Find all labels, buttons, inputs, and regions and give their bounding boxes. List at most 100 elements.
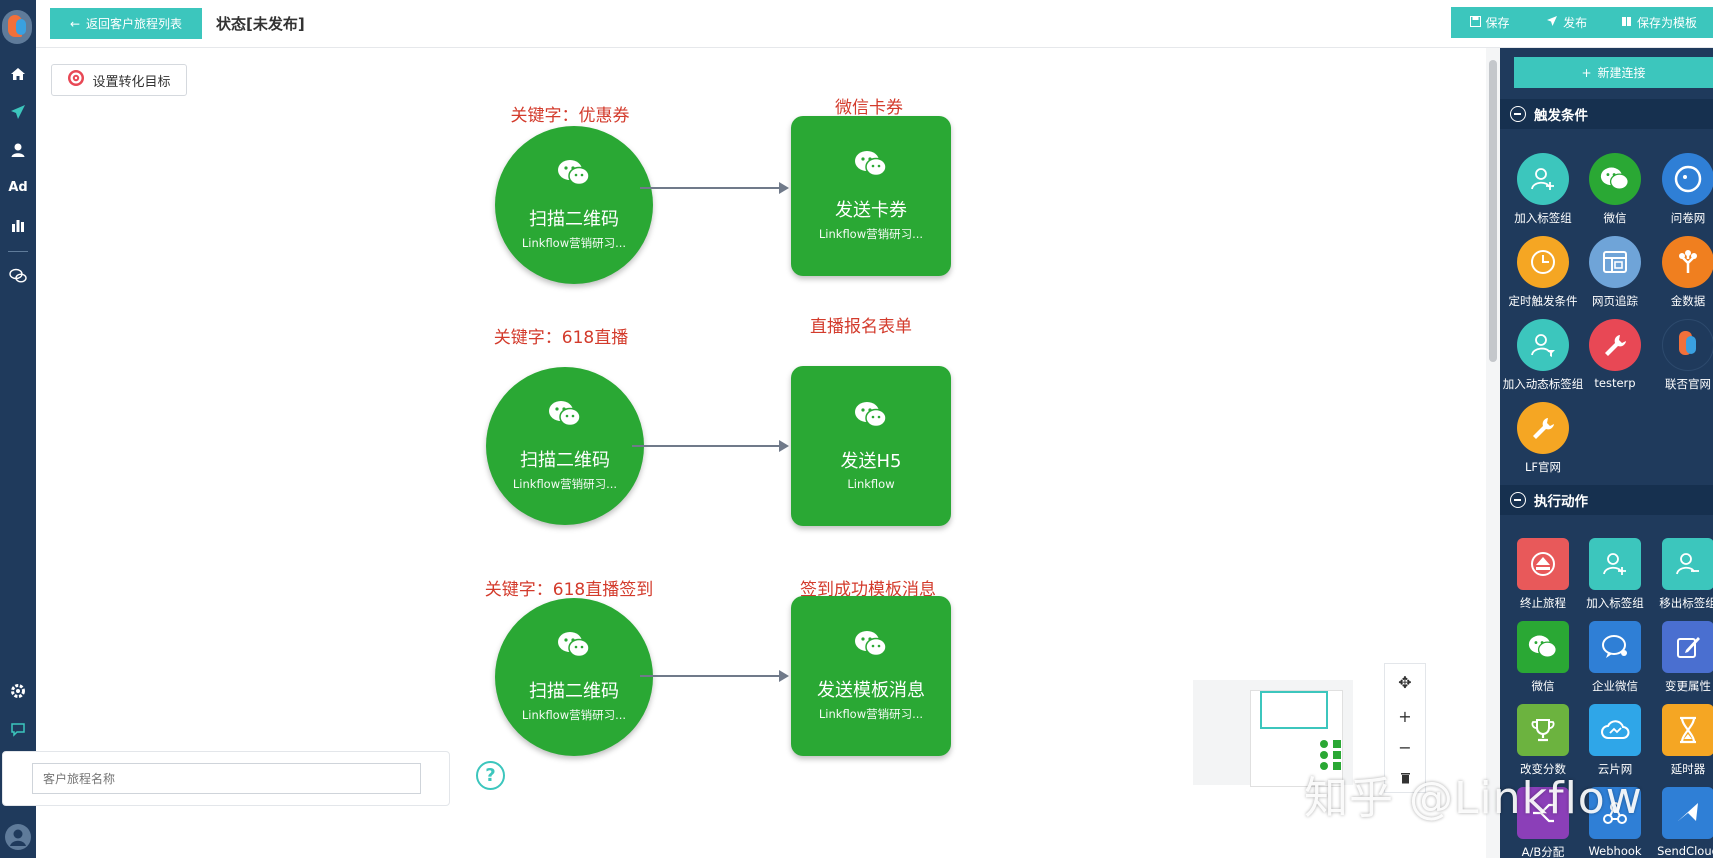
journey-name-input[interactable]: [32, 763, 421, 794]
tile-webhook[interactable]: Webhook: [1575, 787, 1655, 858]
save-as-template-button[interactable]: 保存为模板: [1605, 7, 1713, 38]
left-navigation: Ad: [0, 0, 36, 858]
actions-section-header[interactable]: 执行动作: [1500, 485, 1713, 515]
tile-remove-from-tag-group[interactable]: 移出标签组: [1648, 538, 1713, 618]
new-connection-button[interactable]: + 新建连接: [1514, 57, 1713, 88]
tile-join-tag-group[interactable]: 加入标签组: [1503, 153, 1583, 233]
canvas-scrollbar-thumb[interactable]: [1489, 60, 1497, 362]
tile-label: SendCloud: [1657, 844, 1713, 858]
toolbar-actions: 保存 发布 保存为模板: [1451, 7, 1713, 38]
avatar[interactable]: [0, 822, 36, 852]
tile-label: 微信: [1603, 211, 1627, 225]
wechat-icon: [1517, 621, 1569, 673]
tile-sendcloud[interactable]: SendCloud: [1648, 787, 1713, 858]
trigger-node-scan-qr[interactable]: 扫描二维码 Linkflow营销研习...: [486, 367, 644, 525]
bar-chart-icon[interactable]: [0, 210, 36, 240]
zhihu-watermark: 知乎 @Linkflow: [1304, 773, 1643, 824]
help-icon[interactable]: ?: [476, 761, 505, 790]
zoom-out-icon[interactable]: −: [1398, 737, 1412, 757]
tile-label: 移出标签组: [1659, 596, 1713, 610]
action-caption: 直播报名表单: [810, 317, 912, 337]
action-caption: 微信卡券: [835, 98, 903, 118]
action-node-send-template-message[interactable]: 发送模板消息 Linkflow营销研习...: [791, 596, 951, 756]
tile-testerp[interactable]: testerp: [1575, 319, 1655, 399]
publish-label: 发布: [1563, 16, 1588, 30]
connector-arrow[interactable]: [640, 182, 789, 194]
tile-label: testerp: [1594, 376, 1636, 390]
node-subtitle: Linkflow营销研习...: [818, 227, 924, 241]
back-button-label: 返回客户旅程列表: [86, 17, 183, 31]
tile-label: 问卷网: [1670, 211, 1706, 225]
ad-icon[interactable]: Ad: [8, 179, 28, 195]
tile-label: 金数据: [1670, 294, 1706, 308]
gear-icon[interactable]: [0, 676, 36, 706]
save-button[interactable]: 保存: [1451, 7, 1528, 38]
tile-delay[interactable]: 延时器: [1648, 704, 1713, 784]
publish-button[interactable]: 发布: [1528, 7, 1605, 38]
minimap-node: [1320, 762, 1328, 770]
minimap-frame[interactable]: [1260, 691, 1328, 729]
action-node-send-h5[interactable]: 发送H5 Linkflow: [791, 366, 951, 526]
action-node-send-coupon[interactable]: 发送卡券 Linkflow营销研习...: [791, 116, 951, 276]
trigger-node-scan-qr[interactable]: 扫描二维码 Linkflow营销研习...: [495, 126, 653, 284]
user-filter-icon: [1517, 319, 1569, 371]
set-conversion-goal-button[interactable]: 设置转化目标: [51, 64, 187, 96]
tile-ab-split[interactable]: A/B分配: [1503, 787, 1583, 858]
tile-label: 企业微信: [1592, 679, 1638, 693]
zoom-in-icon[interactable]: +: [1398, 706, 1412, 726]
component-panel: + 新建连接 触发条件 加入标签组 微信 问卷网 定时触发条件 网页追踪: [1500, 48, 1713, 858]
collapse-icon[interactable]: [1510, 492, 1526, 508]
split-icon: [1517, 787, 1569, 839]
tile-web-tracking[interactable]: 网页追踪: [1575, 236, 1655, 316]
fit-view-icon[interactable]: ✥: [1398, 672, 1412, 692]
wechat-icon: [548, 400, 582, 432]
new-connection-label: 新建连接: [1597, 66, 1646, 80]
tile-label: Webhook: [1588, 844, 1642, 858]
tile-work-wechat[interactable]: 企业微信: [1575, 621, 1655, 701]
save-template-label: 保存为模板: [1637, 16, 1698, 30]
collapse-icon[interactable]: [1510, 106, 1526, 122]
tile-yunpian[interactable]: 云片网: [1575, 704, 1655, 784]
tile-change-score[interactable]: 改变分数: [1503, 704, 1583, 784]
tile-add-to-tag-group[interactable]: 加入标签组: [1575, 538, 1655, 618]
canvas-tools: ✥ + −: [1384, 663, 1426, 793]
tile-label: 改变分数: [1520, 762, 1566, 776]
message-icon[interactable]: [0, 714, 36, 744]
webpage-icon: [1589, 236, 1641, 288]
save-label: 保存: [1485, 16, 1510, 30]
tile-change-attribute[interactable]: 变更属性: [1648, 621, 1713, 701]
wechat-icon: [854, 630, 888, 662]
target-icon: [67, 69, 85, 91]
tile-join-dynamic-tag-group[interactable]: 加入动态标签组: [1503, 319, 1583, 399]
user-icon[interactable]: [0, 135, 36, 165]
tile-wechat[interactable]: 微信: [1575, 153, 1655, 233]
chat-icon[interactable]: [0, 261, 36, 291]
tile-lf-site[interactable]: LF官网: [1503, 402, 1583, 482]
tile-survey[interactable]: 问卷网: [1648, 153, 1713, 233]
tile-linkflow-site[interactable]: 联否官网: [1648, 319, 1713, 399]
triggers-section-header[interactable]: 触发条件: [1500, 99, 1713, 129]
triggers-title: 触发条件: [1534, 108, 1588, 124]
app-logo[interactable]: [2, 10, 32, 44]
plus-icon: +: [1581, 65, 1592, 80]
book-icon: [1621, 16, 1632, 30]
back-to-journey-list-button[interactable]: ← 返回客户旅程列表: [50, 8, 202, 39]
tile-wechat-action[interactable]: 微信: [1503, 621, 1583, 701]
journey-send-icon[interactable]: [0, 97, 36, 127]
tile-jinshuju[interactable]: 金数据: [1648, 236, 1713, 316]
home-icon[interactable]: [0, 59, 36, 89]
minimap-node: [1333, 762, 1341, 770]
trigger-node-scan-qr[interactable]: 扫描二维码 Linkflow营销研习...: [495, 598, 653, 756]
clock-icon: [1517, 236, 1569, 288]
tile-scheduled-trigger[interactable]: 定时触发条件: [1503, 236, 1583, 316]
tile-label: 网页追踪: [1592, 294, 1638, 308]
user-plus-icon: [1517, 153, 1569, 205]
tile-end-journey[interactable]: 终止旅程: [1503, 538, 1583, 618]
node-title: 发送卡券: [835, 200, 907, 221]
tile-label: A/B分配: [1521, 845, 1565, 858]
connector-arrow[interactable]: [640, 670, 789, 682]
trash-icon[interactable]: [1385, 762, 1425, 794]
action-caption: 签到成功模板消息: [800, 580, 936, 600]
sendcloud-icon: [1662, 787, 1713, 839]
connector-arrow[interactable]: [632, 440, 789, 452]
